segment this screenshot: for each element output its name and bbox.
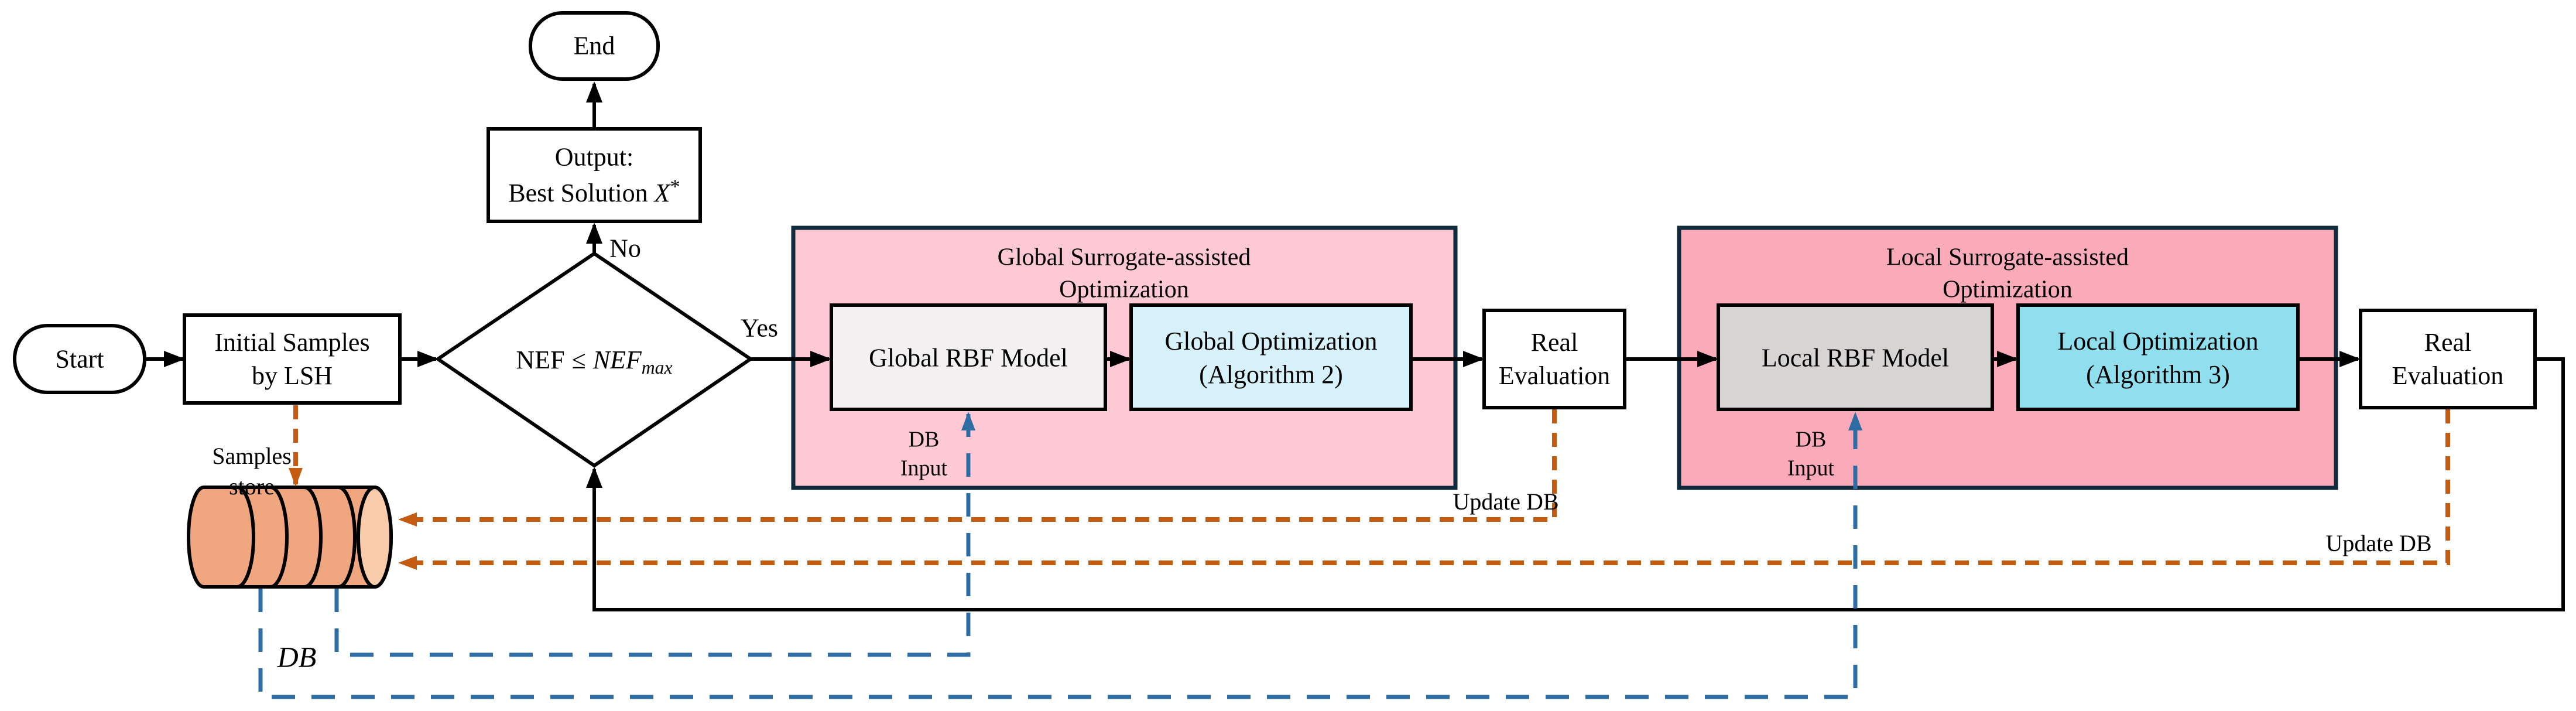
database-cylinder-face — [357, 486, 393, 589]
local-opt-node — [2016, 303, 2300, 411]
db-input-label-local: DB Input — [1787, 427, 1835, 481]
edge-db-input-global — [334, 412, 975, 657]
output-line2-text: Best Solution — [508, 179, 655, 208]
global-container-title: Global Surrogate-assisted Optimization — [997, 244, 1251, 303]
end-label: End — [573, 31, 615, 60]
start-label: Start — [55, 344, 104, 374]
update-db-label-right: Update DB — [2325, 530, 2432, 556]
database-cylinder-rib — [338, 486, 357, 589]
decision-rhs-subscript: max — [641, 357, 673, 378]
global-rbf-node — [830, 303, 1107, 411]
local-rbf-node — [1717, 303, 1994, 411]
real-eval-2-node — [2359, 309, 2537, 409]
output-line1: Output: — [554, 142, 634, 172]
samples-store-label: Samples store — [212, 443, 292, 500]
local-rbf-label: Local RBF Model — [1761, 343, 1950, 372]
database-label: DB — [277, 640, 317, 674]
global-opt-label: Global Optimization (Algorithm 2) — [1164, 326, 1378, 389]
output-variable: X — [654, 179, 670, 208]
edge-update-db-right — [398, 409, 2450, 570]
edge-update-db-left — [398, 409, 1557, 527]
decision-operator: ≤ — [571, 345, 586, 374]
initial-samples-label: Initial Samples by LSH — [214, 327, 370, 390]
db-input-label-global: DB Input — [900, 427, 948, 481]
global-opt-node — [1129, 303, 1413, 411]
real-eval-2-label: Real Evaluation — [2392, 327, 2504, 390]
yes-label: Yes — [740, 313, 779, 343]
global-rbf-label: Global RBF Model — [869, 343, 1068, 372]
output-variable-superscript: * — [670, 175, 680, 198]
real-eval-1-label: Real Evaluation — [1498, 327, 1611, 390]
local-opt-label: Local Optimization (Algorithm 3) — [2057, 326, 2259, 389]
update-db-label-left: Update DB — [1453, 488, 1559, 515]
output-line2: Best Solution X* — [508, 174, 680, 210]
no-label: No — [609, 234, 641, 263]
real-eval-1-node — [1482, 309, 1626, 409]
edge-db-input-local — [258, 412, 1862, 699]
database-cylinder-rib — [304, 486, 323, 589]
local-container-title: Local Surrogate-assisted Optimization — [1886, 244, 2129, 303]
decision-rhs: NEF — [592, 345, 642, 374]
database-cylinder-rib — [237, 486, 255, 589]
decision-label: NEF≤NEFmax — [516, 343, 672, 380]
database-cylinder-rib — [270, 486, 289, 589]
decision-lhs: NEF — [516, 345, 565, 374]
end-node — [529, 11, 660, 81]
edge-return-loop — [586, 357, 2565, 611]
decision-diamond — [434, 251, 754, 468]
database-cylinder — [187, 486, 393, 589]
output-label: Output:Best Solution X* — [508, 141, 680, 210]
